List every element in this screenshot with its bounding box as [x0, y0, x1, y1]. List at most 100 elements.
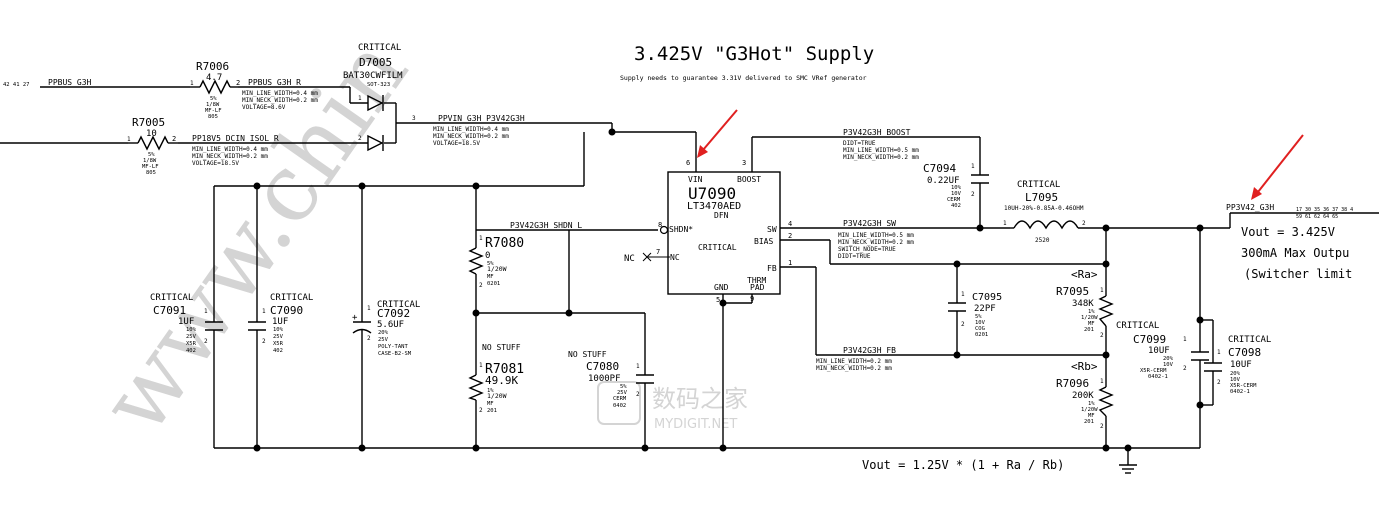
ic-pin-gnd: GND [714, 283, 729, 292]
vout-formula: Vout = 1.25V * (1 + Ra / Rb) [862, 458, 1064, 472]
c7092-attr-2: 25V [378, 337, 389, 343]
c7094-pin1: 1 [971, 163, 975, 170]
c7098-pin2: 2 [1217, 379, 1221, 386]
c7098-pin1: 1 [1217, 349, 1221, 356]
resistor-r7005: R7005 10 1 2 5% 1/8W MF-LF 805 [127, 116, 178, 176]
net-ppbus-r: PPBUS_G3H_R [248, 78, 301, 87]
ic-pinnum-shdn: 8 [658, 221, 662, 229]
resistor-r7006: R7006 4.7 1 2 5% 1/8W MF-LF 805 [190, 60, 240, 120]
r7096-pin1: 1 [1100, 378, 1104, 385]
r7081-attr-4: 201 [487, 408, 497, 414]
c7095-attr-2: 10V [975, 320, 986, 326]
c7091-value: 1UF [178, 317, 194, 327]
c7091-ref: C7091 [153, 304, 186, 317]
net-dcin-attr-2: MIN_NECK_WIDTH=0.2 mm [192, 153, 268, 160]
ic-pin-boost: BOOST [737, 175, 761, 184]
capacitor-c7095: C7095 22PF 1 2 5% 10V COG 0201 [948, 291, 1002, 338]
c7095-pin2: 2 [961, 321, 965, 328]
l7095-pin1: 1 [1003, 220, 1007, 227]
nc-label: NC [624, 254, 635, 264]
net-ppbus-r-attr-1: MIN_LINE_WIDTH=0.4 mm [242, 90, 318, 97]
shdn-inversion-bubble [659, 225, 669, 235]
ic-pinnum-pad: 9 [750, 295, 754, 303]
c7080-value: 1000PF [588, 374, 621, 384]
c7099-pin2: 2 [1183, 365, 1187, 372]
d7005-part: BAT30CWFILM [343, 71, 403, 81]
resistor-r7080: R7080 0 1 2 5% 1/20W MF 0201 [468, 235, 524, 289]
watermark-logo-icon [597, 381, 641, 425]
net-out: PP3V42_G3H [1226, 203, 1274, 212]
c7091-attr-1: 10% [186, 327, 197, 333]
c7090-pin2: 2 [262, 338, 266, 345]
note-switcher-limit: (Switcher limit [1244, 267, 1352, 281]
r7081-pin1: 1 [479, 362, 483, 369]
net-dcin-attr-1: MIN_LINE_WIDTH=0.4 mm [192, 146, 268, 153]
c7080-attr-2: 25V [617, 390, 628, 396]
net-sw-attr-2: MIN_NECK_WIDTH=0.2 mm [838, 239, 914, 246]
c7095-ref: C7095 [972, 292, 1002, 303]
net-ppbus-r-attr-3: VOLTAGE=8.6V [242, 104, 286, 111]
r7095-pin2: 2 [1100, 332, 1104, 339]
capacitor-c7094: C7094 0.22UF 1 2 10% 10V CERM 402 [923, 162, 989, 209]
c7092-ref: C7092 [377, 307, 410, 320]
ic-critical: CRITICAL [698, 243, 737, 252]
c7090-attr-3: X5R [273, 341, 284, 347]
net-sw-attr-3: SWITCH_NODE=TRUE [838, 246, 896, 253]
ic-pinnum-vin: 6 [686, 159, 690, 167]
r7096-pin2: 2 [1100, 423, 1104, 430]
c7090-ref: C7090 [270, 304, 303, 317]
c7095-attr-3: COG [975, 326, 985, 332]
c7090-pin1: 1 [262, 308, 266, 315]
r7005-attr-1: 5% [148, 152, 155, 158]
inductor-l7095: CRITICAL L7095 10UH-20%-0.85A-0.46OHM 25… [1003, 180, 1086, 244]
c7098-value: 10UF [1230, 360, 1252, 370]
ic-pin-vin: VIN [688, 175, 703, 184]
d7005-ref: D7005 [359, 56, 392, 69]
l7095-critical: CRITICAL [1017, 180, 1060, 190]
ic-pin-fb: FB [767, 264, 777, 273]
c7080-ref: C7080 [586, 360, 619, 373]
ic-part: LT3470AED [687, 201, 741, 212]
r7006-attr-2: 1/8W [206, 102, 220, 108]
r7096-ref: R7096 [1056, 377, 1089, 390]
c7091-critical: CRITICAL [150, 293, 193, 303]
c7098-attr-4: 0402-1 [1230, 389, 1250, 395]
r7081-pin2: 2 [479, 407, 483, 414]
d7005-critical: CRITICAL [358, 43, 401, 53]
net-fb-attr-1: MIN_LINE_WIDTH=0.2 mm [816, 358, 892, 365]
c7094-attr-4: 402 [951, 203, 961, 209]
watermark-logo: 数码之家 MYDIGIT.NET [597, 381, 748, 432]
r7080-attr-2: 1/20W [487, 265, 507, 273]
c7090-critical: CRITICAL [270, 293, 313, 303]
c7091-attr-4: 402 [186, 348, 196, 354]
capacitor-c7091: CRITICAL C7091 1UF 1 2 10% 25V X5R 402 [150, 293, 223, 354]
ic-pin-shdn: SHDN* [669, 225, 693, 234]
ic-pin-bias: BIAS [754, 237, 773, 246]
r7006-attr-3: MF-LF [205, 108, 222, 114]
l7095-pin2: 2 [1082, 220, 1086, 227]
r7005-value: 10 [146, 129, 157, 139]
ic-u7090: VIN BOOST U7090 LT3470AED DFN SHDN* SW B… [624, 159, 792, 304]
resistor-symbol [1098, 386, 1114, 417]
ic-pkg: DFN [714, 211, 729, 220]
r7095-attr-2: 1/20W [1081, 315, 1098, 321]
ic-pinnum-fb: 1 [788, 259, 792, 267]
c7094-attr-1: 10% [951, 185, 962, 191]
resistor-symbol [1098, 295, 1114, 327]
net-out-pages: 17 30 35 36 37 38 4 [1296, 207, 1353, 213]
d7005-pin2: 2 [358, 135, 362, 142]
net-shdn: P3V42G3H_SHDN_L [510, 221, 582, 230]
c7091-attr-3: X5R [186, 341, 197, 347]
c7098-attr-3: X5R-CERM [1230, 383, 1257, 389]
c7099-pin1: 1 [1183, 336, 1187, 343]
net-ppbus-r-attr-2: MIN_NECK_WIDTH=0.2 mm [242, 97, 318, 104]
r7081-attr-2: 1/20W [487, 392, 507, 400]
r7005-attr-2: 1/8W [143, 158, 157, 164]
net-dcin: PP18V5_DCIN_ISOL_R [192, 134, 279, 143]
ic-pin-pad: PAD [750, 283, 765, 292]
c7091-pin2: 2 [204, 338, 208, 345]
r7081-ref: R7081 [485, 362, 524, 377]
c7098-critical: CRITICAL [1228, 335, 1271, 345]
d7005-pkg: SOT-323 [367, 82, 390, 88]
